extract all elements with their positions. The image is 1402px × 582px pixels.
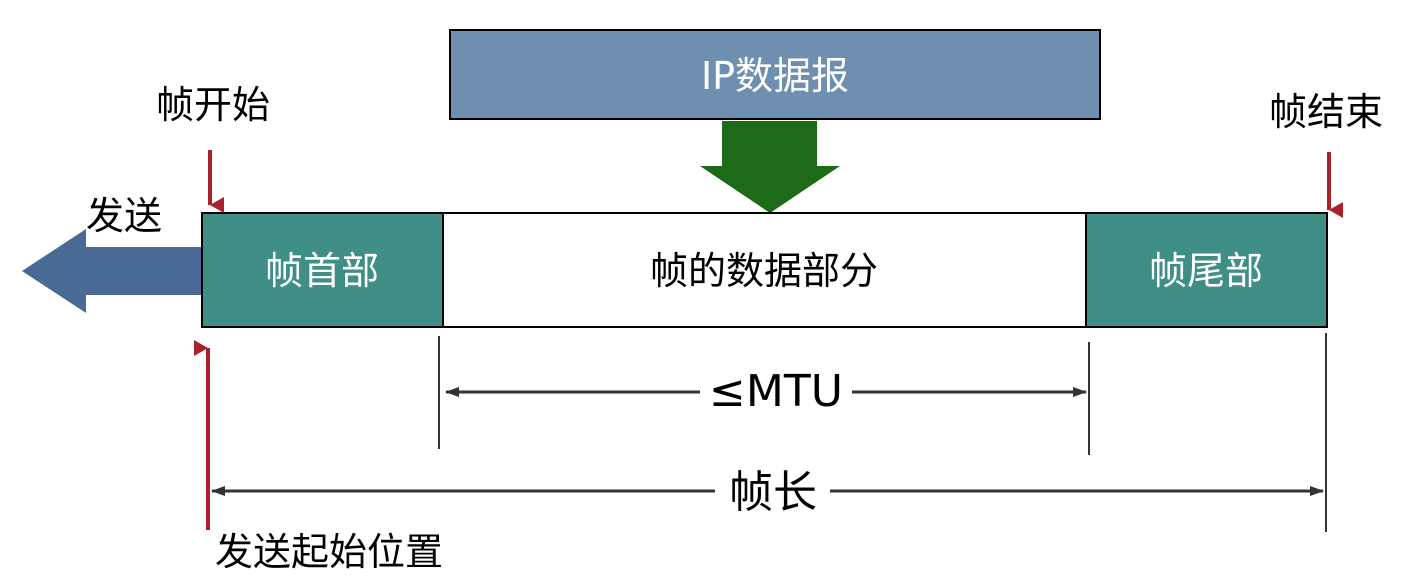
frame-length-label: 帧长 (729, 467, 817, 518)
send-label: 发送 (86, 194, 162, 238)
frame-trailer-label: 帧尾部 (1149, 249, 1263, 293)
frame-header-box (201, 212, 444, 328)
mtu-label: ≤MTU (709, 366, 843, 417)
frame-end-label: 帧结束 (1269, 90, 1383, 134)
frame-data-box (442, 212, 1087, 328)
ip-datagram-box (449, 29, 1101, 120)
frame-trailer-box (1085, 212, 1328, 328)
send-start-position-label: 发送起始位置 (215, 530, 443, 574)
send-direction-arrow-icon (22, 229, 205, 313)
ip-datagram-label: IP数据报 (701, 54, 849, 98)
ip-datagram: IP数据报 (449, 29, 1101, 120)
frame-start-label: 帧开始 (156, 83, 270, 127)
frame-header-label: 帧首部 (265, 249, 379, 293)
frame-data-label: 帧的数据部分 (650, 249, 878, 293)
frame: 帧首部 帧的数据部分 帧尾部 (201, 212, 1328, 328)
encapsulate-down-arrow-icon (700, 121, 840, 213)
